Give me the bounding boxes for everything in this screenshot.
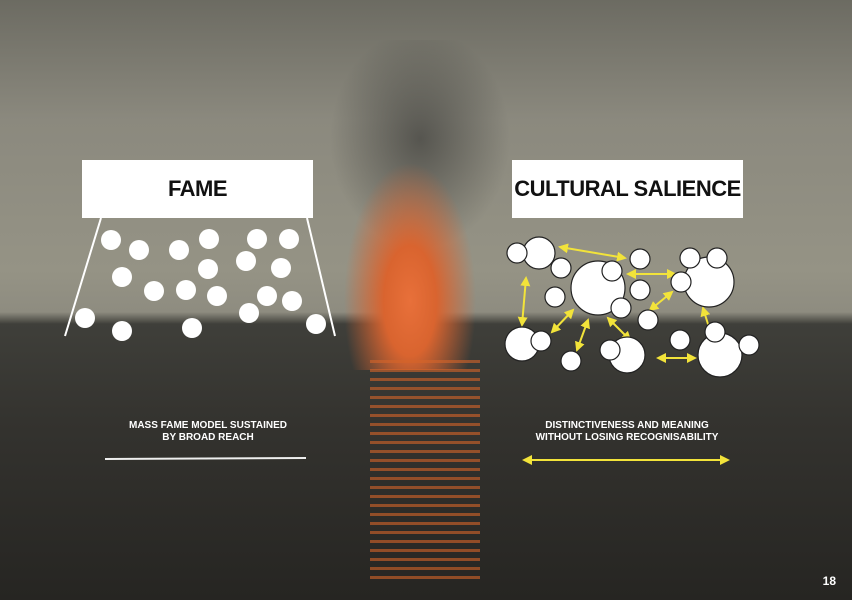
fame-circle: [112, 267, 132, 287]
salience-circle: [530, 330, 552, 352]
salience-circle: [550, 257, 572, 279]
salience-title-box: CULTURAL SALIENCE: [512, 160, 743, 218]
fire-reflection: [370, 360, 480, 580]
salience-circle: [637, 309, 659, 331]
fame-underline: [104, 457, 307, 460]
salience-circle: [522, 236, 556, 270]
connection-arrow: [550, 308, 575, 334]
connection-arrow: [606, 316, 632, 342]
connection-arrow: [517, 276, 531, 327]
page-number: 18: [822, 574, 836, 588]
connection-arrow: [558, 243, 627, 262]
salience-circle: [610, 297, 632, 319]
fame-funnel-lines: [64, 217, 336, 337]
fame-circle: [198, 259, 218, 279]
fame-circle: [182, 318, 202, 338]
salience-arrows: [517, 243, 715, 363]
fame-circle: [239, 303, 259, 323]
salience-circle: [544, 286, 566, 308]
fame-circle: [279, 229, 299, 249]
salience-circle: [506, 242, 528, 264]
connection-arrow: [575, 318, 590, 352]
salience-circle: [704, 321, 726, 343]
salience-circle: [738, 334, 760, 356]
fame-circle: [101, 230, 121, 250]
caption-line: WITHOUT LOSING RECOGNISABILITY: [535, 432, 719, 443]
salience-circle: [670, 271, 692, 293]
fame-circle: [207, 286, 227, 306]
fame-circle: [257, 286, 277, 306]
caption-line: BY BROAD REACH: [162, 432, 254, 443]
fame-circle: [199, 229, 219, 249]
salience-circle: [669, 329, 691, 351]
salience-title: CULTURAL SALIENCE: [514, 176, 741, 201]
salience-circle: [560, 350, 582, 372]
salience-circle: [599, 339, 621, 361]
fame-circle: [306, 314, 326, 334]
fame-circle: [144, 281, 164, 301]
caption-line: MASS FAME MODEL SUSTAINED: [129, 420, 287, 431]
salience-circle: [629, 248, 651, 270]
fame-circles: [75, 229, 326, 341]
fame-circle: [271, 258, 291, 278]
fame-circle: [282, 291, 302, 311]
fame-circle: [247, 229, 267, 249]
salience-circle: [706, 247, 728, 269]
salience-circle: [679, 247, 701, 269]
fame-circle: [169, 240, 189, 260]
connection-arrow: [648, 290, 674, 312]
fame-circle: [129, 240, 149, 260]
salience-circle: [601, 260, 623, 282]
fame-circle: [75, 308, 95, 328]
salience-circle: [629, 279, 651, 301]
fame-circle: [176, 280, 196, 300]
fame-circle: [112, 321, 132, 341]
fame-title: FAME: [167, 176, 228, 201]
fame-title-box: FAME: [82, 160, 313, 218]
salience-circles: [504, 236, 760, 378]
caption-line: DISTINCTIVENESS AND MEANING: [545, 420, 709, 431]
fame-circle: [236, 251, 256, 271]
fire-background: [300, 140, 520, 370]
